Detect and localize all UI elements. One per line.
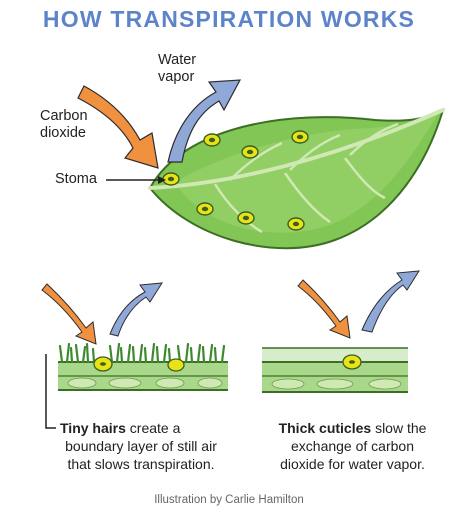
tiny-hairs-caption-line2: boundary layer of still air xyxy=(65,438,217,454)
carbon-dioxide-label: Carbon dioxide xyxy=(40,108,88,142)
left-co2-arrow xyxy=(41,283,97,345)
tiny-hairs-caption: Tiny hairs create a xyxy=(60,419,260,437)
tiny-hairs-caption-line1: Tiny hairs create a xyxy=(60,419,260,437)
hairy-leaf-cross-section xyxy=(58,342,228,391)
carbon-dioxide-arrow xyxy=(77,85,159,169)
left-vapor-arrow xyxy=(109,282,163,337)
right-co2-arrow xyxy=(297,279,351,339)
page-title: HOW TRANSPIRATION WORKS xyxy=(42,6,416,32)
right-vapor-arrow xyxy=(361,270,420,333)
stoma-label: Stoma xyxy=(55,171,97,187)
thick-cuticles-caption-rest: slow the xyxy=(375,420,427,436)
thick-cuticles-caption-line3: dioxide for water vapor. xyxy=(280,456,425,472)
water-vapor-arrow xyxy=(167,79,242,163)
carbon-dioxide-label-line1: Carbon xyxy=(40,108,88,124)
thick-cuticles-caption: Thick cuticles slow the xyxy=(250,419,455,437)
thick-cuticles-term: Thick cuticles xyxy=(278,420,372,436)
cuticle-leaf-cross-section xyxy=(262,347,408,393)
water-vapor-label: Water vapor xyxy=(158,52,196,86)
leaf-stomata xyxy=(162,130,309,231)
illustration-credit: Illustration by Carlie Hamilton xyxy=(154,494,304,506)
water-vapor-label-line2: vapor xyxy=(158,69,195,85)
main-leaf xyxy=(148,107,445,250)
tiny-hairs-caption-line3: that slows transpiration. xyxy=(67,456,215,472)
tiny-hairs-caption-rest: create a xyxy=(129,420,181,436)
carbon-dioxide-label-line2: dioxide xyxy=(40,125,86,141)
thick-cuticles-caption-line2: exchange of carbon xyxy=(291,438,414,454)
water-vapor-label-line1: Water xyxy=(158,52,197,68)
left-caption-bracket xyxy=(45,354,56,429)
tiny-hairs-term: Tiny hairs xyxy=(60,420,126,436)
